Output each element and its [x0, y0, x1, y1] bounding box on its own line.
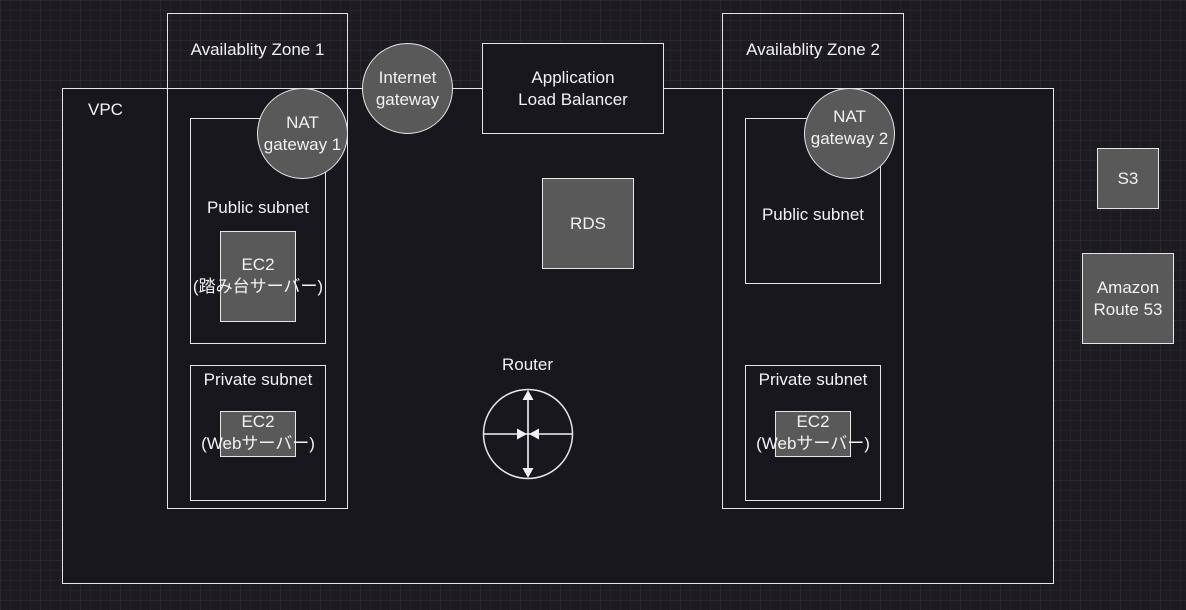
s3-label: S3 — [1117, 168, 1139, 188]
rds-node — [542, 178, 634, 269]
route53-node — [1082, 253, 1174, 344]
nat-gateway-1-node — [257, 88, 348, 179]
ec2-web-1-node — [220, 411, 296, 457]
ec2-bastion-label: EC2 (踏み台サーバー) — [192, 255, 324, 296]
private-subnet-1-label: Private subnet — [203, 370, 313, 389]
availability-zone-2 — [722, 13, 904, 509]
rds-label: RDS — [570, 213, 606, 233]
application-load-balancer-label: Application Load Balancer — [518, 67, 628, 109]
ec2-web-2-label: EC2 (Webサーバー) — [756, 412, 870, 453]
availability-zone-2-label: Availablity Zone 2 — [746, 40, 880, 59]
private-subnet-2 — [745, 365, 881, 501]
route53-label: Amazon Route 53 — [1093, 277, 1163, 319]
public-subnet-1 — [190, 118, 326, 344]
nat-gateway-2-node — [804, 88, 895, 179]
application-load-balancer-node — [482, 43, 664, 134]
availability-zone-1 — [167, 13, 348, 509]
private-subnet-2-label: Private subnet — [758, 370, 868, 389]
router-label: Router — [501, 355, 554, 374]
public-subnet-1-label: Public subnet — [206, 198, 310, 217]
ec2-bastion-node — [220, 231, 296, 322]
nat-gateway-2-label: NAT gateway 2 — [810, 106, 889, 148]
internet-gateway-node — [362, 43, 453, 134]
vpc-container — [62, 88, 1054, 584]
internet-gateway-label: Internet gateway — [375, 67, 440, 109]
ec2-web-1-label: EC2 (Webサーバー) — [201, 412, 315, 453]
nat-gateway-1-label: NAT gateway 1 — [263, 112, 342, 154]
private-subnet-1 — [190, 365, 326, 501]
vpc-label: VPC — [88, 100, 123, 119]
s3-node — [1097, 148, 1159, 209]
availability-zone-1-label: Availablity Zone 1 — [190, 40, 325, 59]
ec2-web-2-node — [775, 411, 851, 457]
router-icon — [482, 388, 574, 480]
public-subnet-2-label: Public subnet — [761, 205, 865, 224]
